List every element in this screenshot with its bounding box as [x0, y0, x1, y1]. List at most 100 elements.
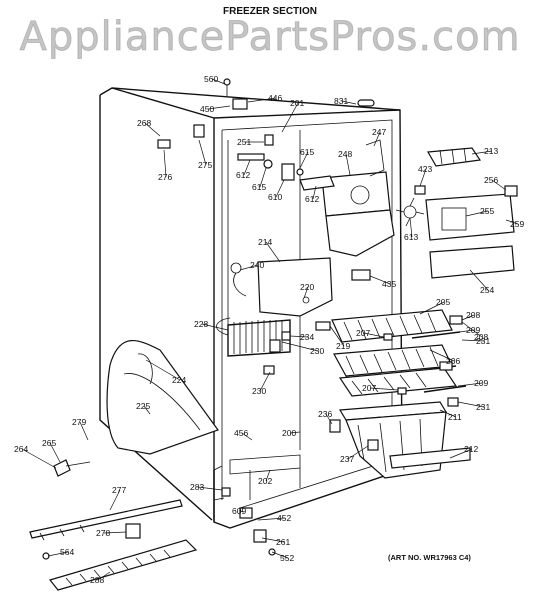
leader-line — [363, 332, 385, 338]
part-number-label: 255 — [480, 206, 494, 216]
part-callout-288: 288 — [90, 571, 111, 585]
leader-line — [197, 486, 223, 491]
part-callout-276: 276 — [158, 149, 172, 182]
leader-line — [461, 321, 483, 338]
part-callout-283: 283 — [190, 482, 223, 492]
leader-line — [265, 241, 281, 263]
leader-line — [325, 413, 333, 425]
leader-line — [281, 102, 299, 133]
leader-line — [97, 571, 111, 581]
part-callout-609: 609 — [232, 506, 246, 516]
part-callout-268: 268 — [137, 118, 161, 137]
part-number-label: 207 — [362, 383, 376, 393]
leader-line — [373, 131, 381, 147]
leader-line — [345, 153, 351, 176]
part-callout-435: 435 — [369, 275, 396, 289]
part-callout-450: 450 — [200, 104, 231, 114]
part-number-label: 288 — [90, 575, 104, 585]
part-number-label: 207 — [356, 328, 370, 338]
part-callout-220: 220 — [300, 282, 314, 299]
part-callout-279: 279 — [72, 417, 89, 441]
leader-line — [47, 551, 69, 557]
part-number-label: 220 — [300, 282, 314, 292]
part-number-label: 609 — [232, 506, 246, 516]
leader-line — [457, 401, 485, 408]
part-number-label: 230 — [310, 346, 324, 356]
part-callout-254: 254 — [469, 269, 494, 295]
leader-line — [505, 219, 519, 225]
leader-line — [259, 371, 271, 392]
part-number-label: 831 — [334, 96, 348, 106]
part-callout-240: 240 — [239, 260, 264, 271]
part-number-label: 423 — [418, 164, 432, 174]
part-number-label: 615 — [252, 182, 266, 192]
part-number-label: 236 — [318, 409, 332, 419]
leader-line — [289, 431, 301, 434]
part-number-label: 248 — [338, 149, 352, 159]
part-number-label: 208 — [466, 310, 480, 320]
part-callout-612: 612 — [236, 159, 251, 180]
leader-line — [275, 179, 285, 198]
leader-line — [241, 432, 253, 441]
small-hardware — [42, 78, 518, 560]
part-number-label: 564 — [60, 547, 74, 557]
leader-line — [329, 325, 345, 347]
part-number-label: 452 — [277, 513, 291, 523]
leader-line — [491, 179, 507, 191]
leader-line — [261, 537, 285, 543]
temperature-control — [230, 262, 247, 297]
part-number-label: 208 — [474, 332, 488, 342]
leader-line — [449, 448, 473, 459]
part-callout-213: 213 — [471, 146, 498, 156]
part-number-label: 200 — [282, 428, 296, 438]
part-number-label: 435 — [382, 279, 396, 289]
leader-line — [211, 78, 226, 85]
drain-pan — [106, 340, 219, 455]
part-number-label: 237 — [340, 454, 354, 464]
part-number-label: 278 — [96, 528, 110, 538]
part-callout-224: 224 — [145, 359, 186, 385]
part-callout-560: 560 — [204, 74, 226, 85]
part-callout-231: 231 — [461, 336, 490, 346]
leader-line — [451, 329, 475, 334]
leader-line — [49, 442, 61, 463]
leader-line — [369, 387, 399, 391]
part-number-label: 615 — [300, 147, 314, 157]
part-callout-214: 214 — [258, 237, 281, 263]
watermark: AppliancePartsPros.com — [19, 14, 521, 61]
part-number-label: 205 — [436, 297, 450, 307]
part-callout-255: 255 — [465, 206, 494, 217]
part-number-label: 610 — [268, 192, 282, 202]
part-callout-446: 446 — [247, 93, 282, 103]
leader-line — [243, 159, 251, 176]
leader-line — [143, 405, 151, 415]
part-callout-207: 207 — [356, 328, 385, 338]
part-number-label: 247 — [372, 127, 386, 137]
part-number-label: 450 — [200, 104, 214, 114]
dispenser-chute — [425, 193, 515, 279]
part-number-label: 256 — [484, 175, 498, 185]
leader-line — [257, 517, 286, 521]
part-number-label: 212 — [464, 444, 478, 454]
part-callout-234: 234 — [289, 332, 314, 342]
leader-line — [429, 349, 455, 362]
leader-line — [461, 314, 475, 321]
part-number-label: 261 — [276, 537, 290, 547]
part-callout-230: 230 — [252, 371, 271, 396]
leader-line — [465, 210, 489, 217]
part-number-label: 552 — [280, 553, 294, 563]
part-callout-278: 278 — [96, 528, 127, 538]
leader-line — [299, 151, 309, 169]
part-number-label: 446 — [268, 93, 282, 103]
part-number-label: 254 — [480, 285, 494, 295]
part-number-label: 240 — [250, 260, 264, 270]
leader-line — [21, 448, 57, 469]
part-callout-456: 456 — [234, 428, 253, 441]
freezer-shelf-bottom — [338, 367, 467, 397]
part-number-label: 283 — [190, 482, 204, 492]
part-callout-615: 615 — [252, 167, 266, 192]
part-callout-200: 200 — [282, 428, 301, 438]
part-callout-231: 231 — [457, 401, 490, 412]
